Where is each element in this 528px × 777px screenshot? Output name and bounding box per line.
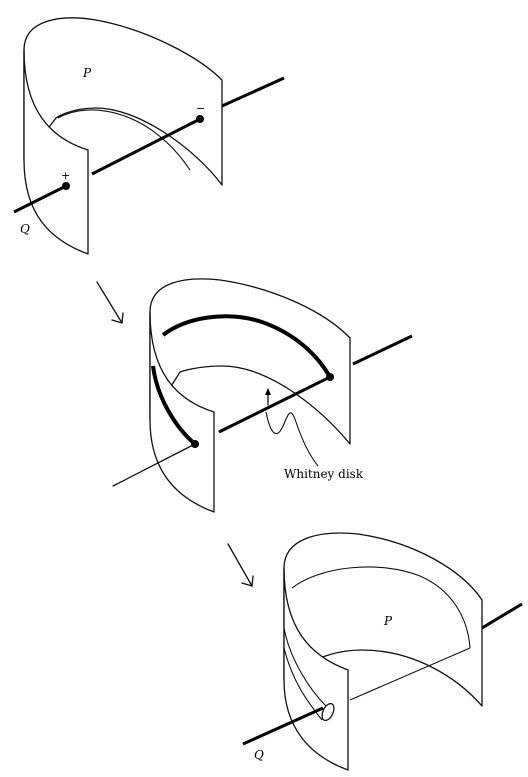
stage-2-figure: Whitney disk	[112, 278, 413, 513]
down-right-arrow	[96, 281, 124, 324]
axis-q-middle-segment	[218, 375, 331, 434]
right-intersection-point	[326, 373, 334, 381]
surface-p-label: P	[82, 66, 92, 80]
surface-p-bottom-edge	[349, 647, 471, 701]
plus-sign-label: +	[61, 169, 70, 182]
surface-p-finger-outer	[283, 627, 327, 707]
surface-p-front-wall	[23, 49, 89, 255]
plus-intersection-point	[62, 182, 70, 190]
axis-q-back-segment	[352, 334, 413, 366]
axis-q-label: Q	[20, 222, 30, 236]
whitney-disk-label: Whitney disk	[284, 467, 364, 481]
axis-q-front-segment	[242, 706, 324, 746]
left-intersection-point	[191, 440, 199, 448]
whitney-disk-leader	[265, 411, 319, 467]
surface-p-front-wall	[149, 311, 215, 513]
axis-q-label: Q	[254, 748, 264, 762]
surface-p-back-wall	[283, 532, 483, 707]
surface-p-back-wall	[23, 17, 223, 186]
axis-q-back-segment	[221, 76, 285, 108]
axis-q-front-segment	[13, 184, 67, 214]
surface-p-finger-inner	[283, 647, 323, 721]
whitney-circle-arc	[161, 314, 332, 378]
disk-orientation-arrowhead	[265, 388, 271, 395]
down-right-arrow	[227, 543, 254, 587]
stage-1-figure: + − P Q	[13, 17, 285, 255]
minus-sign-label: −	[196, 102, 205, 115]
surface-p-inner-curve	[291, 566, 471, 649]
surface-p-inner-curve	[57, 109, 191, 171]
axis-q-middle-segment	[91, 117, 201, 176]
finger-tube-opening	[321, 702, 335, 722]
whitney-circle-front-arc	[151, 365, 197, 446]
stage-3-figure: P Q	[242, 532, 523, 771]
minus-intersection-point	[196, 115, 204, 123]
surface-p-label: P	[383, 614, 393, 628]
axis-q-back-segment	[481, 602, 523, 630]
axis-q-front-segment	[112, 443, 196, 487]
